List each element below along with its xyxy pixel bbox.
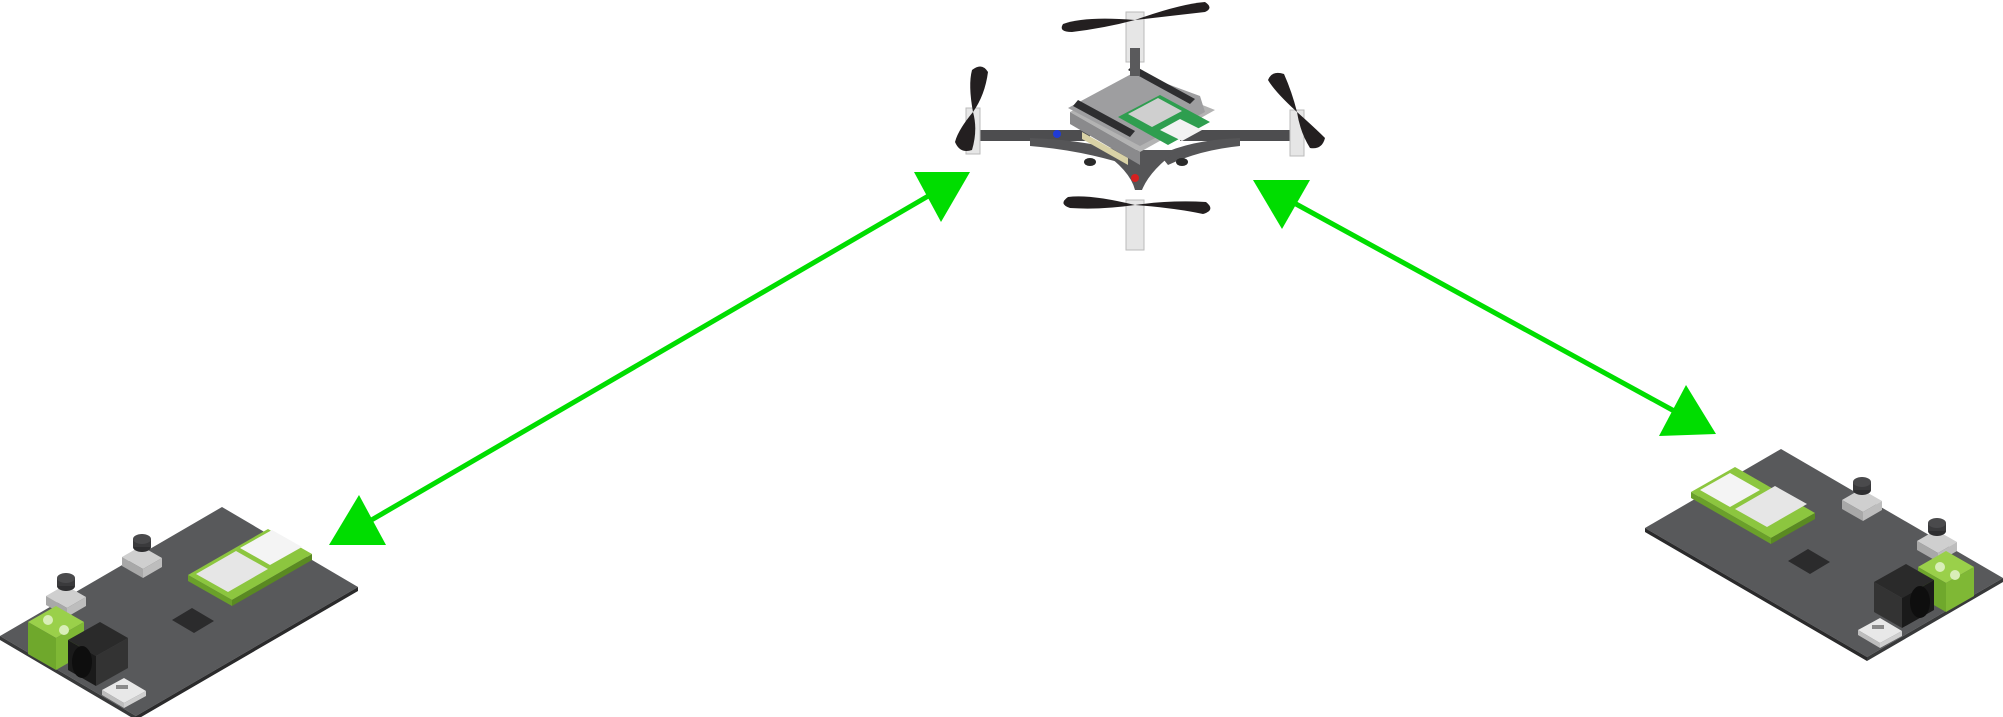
board-module-side — [188, 575, 232, 606]
propeller-top — [1061, 2, 1210, 32]
button-icon — [122, 534, 162, 578]
circuit-board-icon — [1645, 449, 2003, 661]
propeller-left — [955, 66, 988, 151]
drone-motor-bottom — [1125, 199, 1145, 251]
drone-center-post — [1130, 48, 1140, 76]
drone-header-left — [1073, 100, 1135, 137]
power-jack-icon — [68, 622, 128, 686]
link-line — [366, 192, 932, 525]
drone-icon — [955, 2, 1325, 251]
button-icon — [1842, 477, 1882, 521]
usb-port-icon — [1858, 618, 1902, 648]
drone-foot-right — [1176, 158, 1188, 166]
arrowhead-top-right — [1253, 180, 1310, 229]
propeller-right — [1268, 72, 1325, 149]
board-chip — [172, 608, 214, 633]
board-module-chip-a — [196, 551, 268, 592]
board-edge-right — [136, 587, 358, 717]
arrowhead-bottom-right — [1659, 385, 1716, 436]
power-jack-icon — [1874, 564, 1934, 628]
board-module-chip-a — [1700, 473, 1760, 507]
drone-body-side — [1070, 112, 1140, 165]
board-module-side — [1691, 492, 1771, 544]
drone-led-red — [1131, 174, 1139, 182]
board-module-chip-b — [1735, 486, 1807, 527]
link-drone-right-board — [1253, 180, 1716, 436]
drone-led-blue — [1053, 130, 1061, 138]
drone-arm-curve-left — [1030, 138, 1135, 165]
board-module-side2 — [1771, 513, 1815, 544]
drone-module-chip-a — [1128, 98, 1182, 127]
drone-pin-row — [1082, 132, 1128, 165]
usb-port-icon — [102, 678, 146, 708]
board-chip — [1788, 549, 1830, 574]
link-line — [1294, 201, 1678, 415]
arrowhead-bottom-left — [329, 495, 386, 545]
board-edge-left — [1645, 528, 1867, 661]
board-module-chip-b — [240, 530, 302, 565]
board-module-side2 — [232, 554, 312, 606]
drone-arm-right — [1180, 130, 1290, 141]
drone-module-chip-b — [1160, 119, 1202, 141]
drone-arm-left — [980, 130, 1090, 141]
drone-header-right — [1128, 65, 1195, 104]
propeller-bottom — [1063, 196, 1211, 214]
drone-foot-left — [1084, 158, 1096, 166]
circuit-board-icon — [0, 507, 358, 717]
link-drone-left-board — [329, 172, 970, 545]
arrowhead-top-left — [914, 172, 970, 222]
